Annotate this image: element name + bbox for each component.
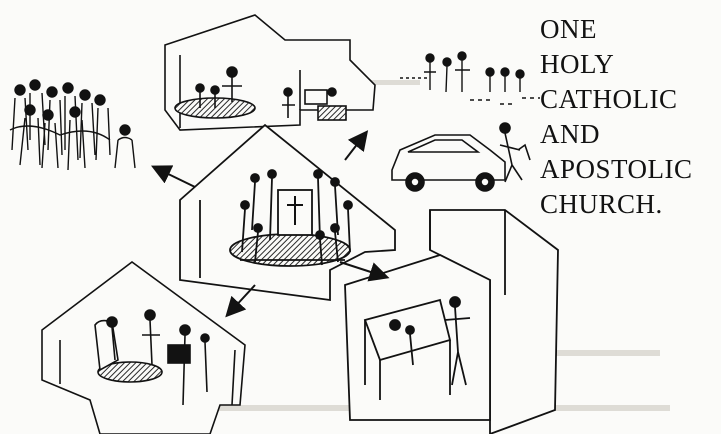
title-line-catholic: CATHOLIC (540, 84, 678, 114)
home-visit-armchair (41, 261, 246, 434)
central-church-worship-circle (179, 123, 396, 302)
car-and-helping-person (391, 122, 531, 192)
page-title: ONE HOLY CATHOLIC AND APOSTOLIC CHURCH. (540, 12, 693, 222)
title-line-holy: HOLY (540, 49, 615, 79)
hospital-bedside-visit (344, 209, 559, 434)
title-line-apostolic: APOSTOLIC (540, 154, 693, 184)
title-line-one: ONE (540, 14, 597, 44)
title-line-church: CHURCH. (540, 189, 663, 219)
arrow-icon (151, 130, 390, 318)
title-line-and: AND (540, 119, 600, 149)
people-in-street (400, 51, 540, 105)
crowd-of-people (9, 79, 136, 171)
cross-icon (287, 196, 303, 225)
house-study-group (164, 14, 376, 131)
